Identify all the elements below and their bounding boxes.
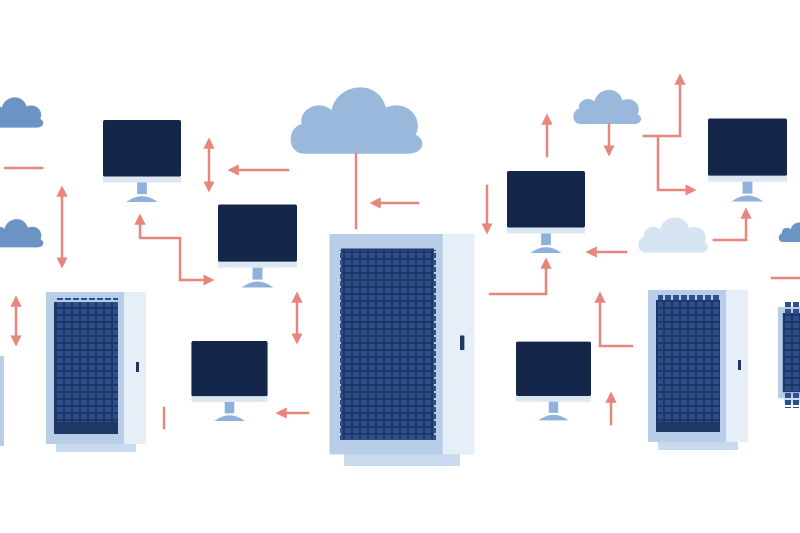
server-rack-icon — [778, 300, 800, 408]
arrow-icon — [134, 213, 215, 286]
cloud-icon — [0, 219, 44, 248]
server-rack-icon — [648, 290, 748, 450]
monitor-icon — [191, 341, 268, 421]
cloud-icon — [573, 89, 642, 124]
arrow-icon — [656, 134, 697, 196]
arrow-icon — [594, 291, 634, 348]
cloud-icon — [0, 97, 44, 128]
arrow-icon — [712, 207, 752, 242]
server-rack-icon — [46, 292, 146, 452]
monitor-icon — [507, 171, 585, 253]
server-rack-edge — [0, 356, 4, 446]
server-rack-icon — [329, 234, 475, 466]
cloud-icon — [638, 217, 709, 253]
cloud-icon — [290, 87, 423, 154]
monitor-icon — [218, 204, 297, 288]
monitor-icon — [103, 120, 181, 202]
arrow-icon — [642, 73, 686, 138]
monitor-icon — [708, 118, 787, 202]
monitor-icon — [516, 341, 591, 421]
arrow-icon — [488, 257, 552, 296]
cloud-icon — [778, 222, 800, 242]
